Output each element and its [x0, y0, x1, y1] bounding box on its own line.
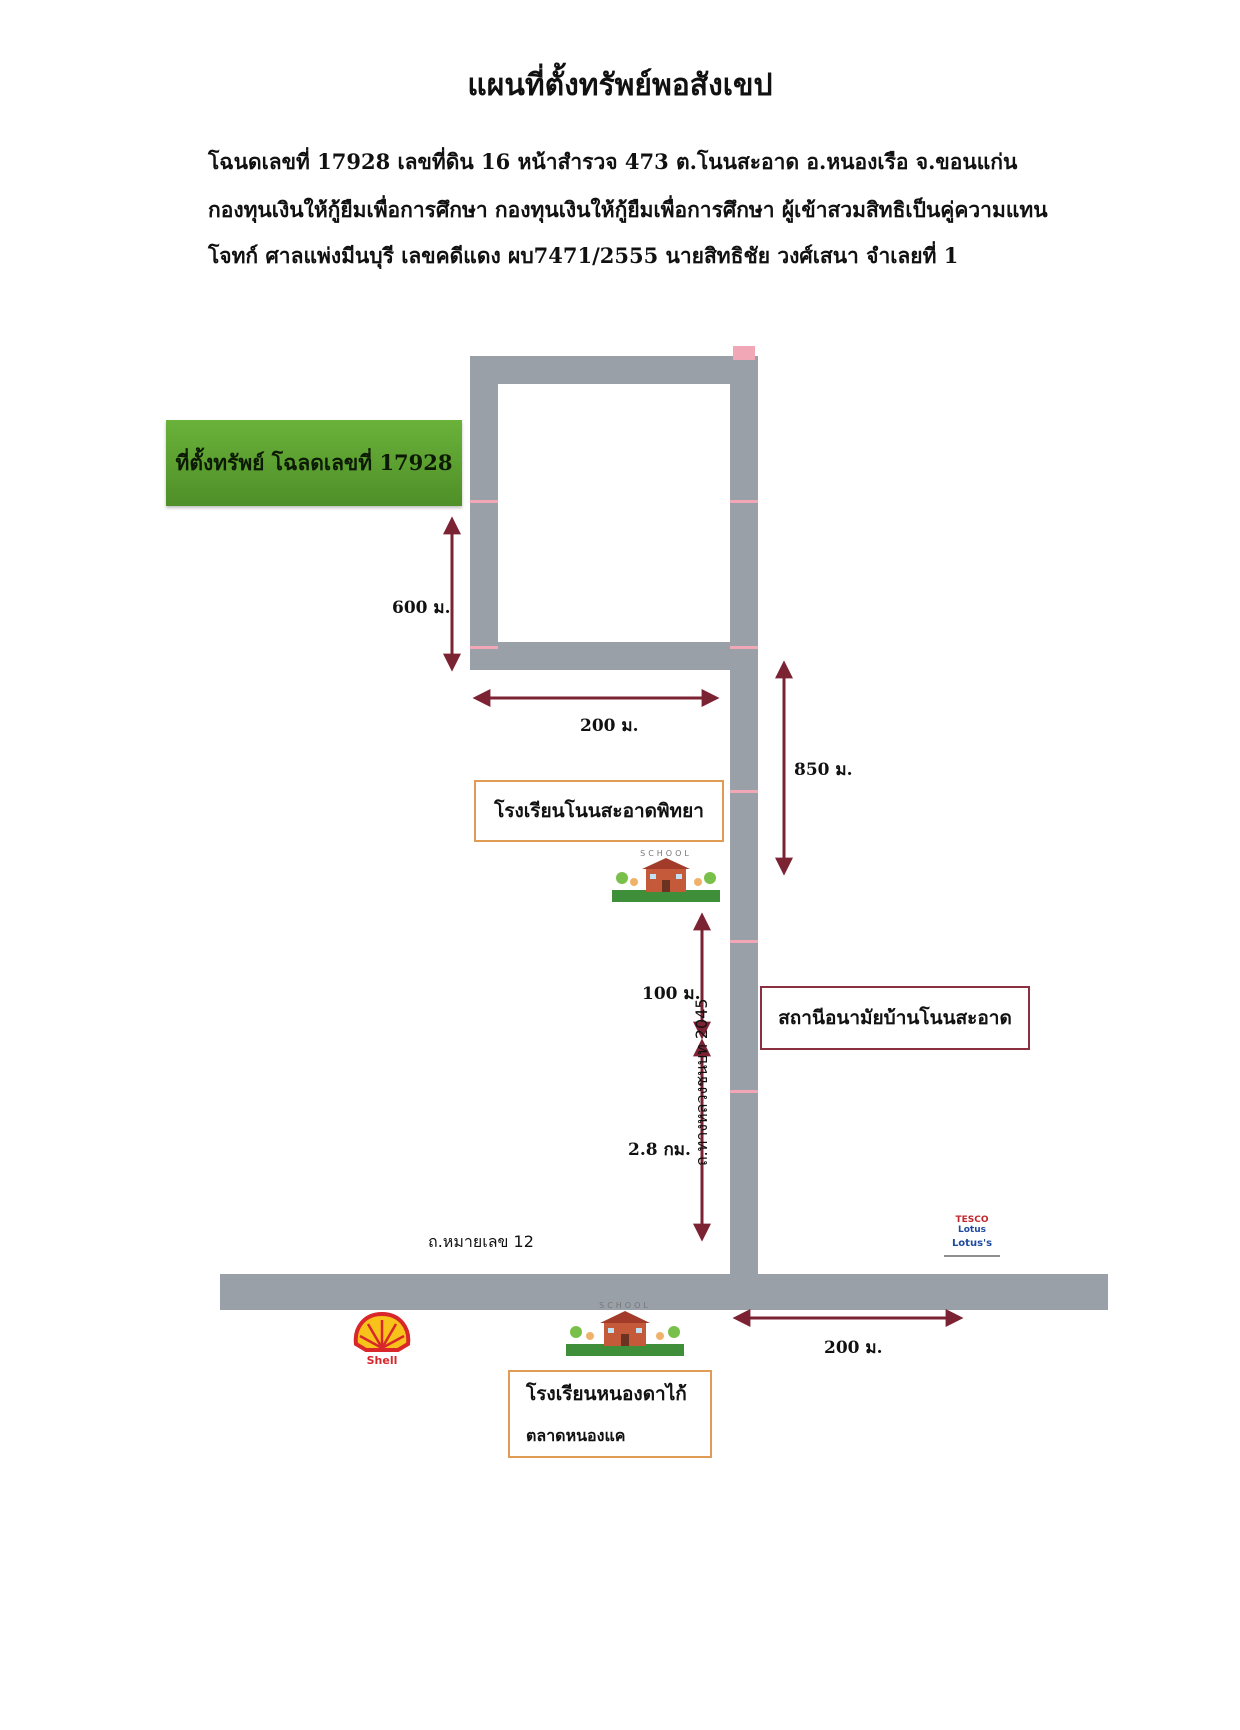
- road-12: [220, 1274, 1108, 1310]
- map-title: แผนที่ตั้งทรัพย์พอสังเขป: [467, 68, 773, 103]
- property-label: ที่ตั้งทรัพย์ โฉลดเลขที่ 17928: [175, 449, 453, 475]
- tesco-sub-text: Lotus: [958, 1225, 986, 1235]
- school-icon: SCHOOL: [566, 1301, 684, 1356]
- road-loop-bottom: [470, 642, 758, 670]
- school-nongdakai-box: โรงเรียนหนองดาไก้ ตลาดหนองแค: [508, 1370, 712, 1458]
- distance-850: 850 ม.: [794, 760, 853, 780]
- road-12-label: ถ.หมายเลข 12: [428, 1232, 534, 1251]
- tesco-text: TESCO: [955, 1215, 988, 1225]
- distance-2.8km: 2.8 กม.: [628, 1140, 691, 1160]
- school-icon: SCHOOL: [612, 849, 720, 902]
- road-marker: [730, 646, 758, 649]
- school-nonsaard-label: โรงเรียนโนนสะอาดพิทยา: [494, 800, 704, 822]
- road-2045-label: ถ.ทางหลวงชนบท 2045: [692, 998, 711, 1166]
- road-2045: [730, 356, 758, 1274]
- distance-600: 600 ม.: [392, 598, 451, 618]
- health-station-label: สถานีอนามัยบ้านโนนสะอาด: [778, 1007, 1012, 1029]
- distance-200b: 200 ม.: [824, 1338, 883, 1358]
- road-loop-left: [470, 356, 498, 670]
- shell-text: Shell: [367, 1354, 398, 1367]
- health-station-box: สถานีอนามัยบ้านโนนสะอาด: [760, 986, 1030, 1050]
- school-sign-1: SCHOOL: [640, 849, 692, 858]
- road-marker: [730, 500, 758, 503]
- road-marker: [730, 940, 758, 943]
- property-location-box: ที่ตั้งทรัพย์ โฉลดเลขที่ 17928: [166, 420, 462, 506]
- road-marker: [470, 646, 498, 649]
- distance-100: 100 ม.: [642, 984, 701, 1004]
- tesco-lotus-logo: TESCO Lotus Lotus's: [944, 1215, 1000, 1257]
- market-label: ตลาดหนองแค: [526, 1425, 626, 1445]
- school-nongdakai-label: โรงเรียนหนองดาไก้: [526, 1383, 687, 1406]
- info-line-1: โฉนดเลขที่ 17928 เลขที่ดิน 16 หน้าสำรวจ …: [208, 149, 1018, 174]
- school-nonsaard-box: โรงเรียนโนนสะอาดพิทยา: [474, 780, 724, 842]
- road-loop-top: [470, 356, 758, 384]
- info-line-2: กองทุนเงินให้กู้ยืมเพื่อการศึกษา กองทุนเ…: [208, 197, 1048, 222]
- road-marker: [733, 346, 755, 360]
- road-marker: [730, 790, 758, 793]
- school-sign-2: SCHOOL: [599, 1301, 651, 1310]
- shell-logo: Shell: [353, 1311, 411, 1367]
- distance-200a: 200 ม.: [580, 716, 639, 736]
- road-marker: [730, 1090, 758, 1093]
- info-line-3: โจทก์ ศาลแพ่งมีนบุรี เลขคดีแดง ผบ7471/25…: [208, 243, 959, 268]
- lotus-text: Lotus's: [952, 1238, 992, 1249]
- road-marker: [470, 500, 498, 503]
